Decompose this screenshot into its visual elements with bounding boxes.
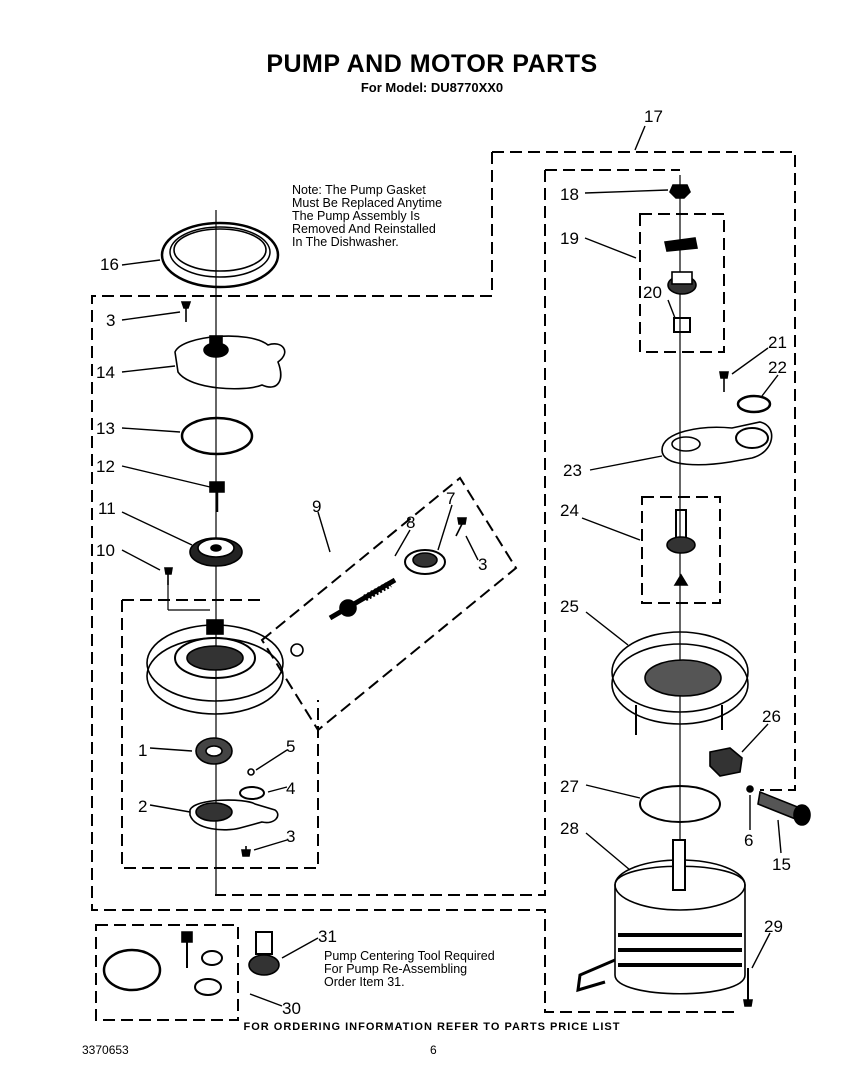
part-27-slinger xyxy=(639,785,721,823)
callout-12: 12 xyxy=(96,457,115,476)
callout-3-mid: 3 xyxy=(478,555,487,574)
callout-30: 30 xyxy=(282,999,301,1018)
part-16-pump-gasket xyxy=(160,221,280,289)
part-24-shaft-seal xyxy=(666,509,696,586)
callout-29: 29 xyxy=(764,917,783,936)
part-6-washer xyxy=(746,785,754,793)
callout-4: 4 xyxy=(286,779,295,798)
part-10-screw xyxy=(164,567,173,585)
part-2-lower-housing xyxy=(189,799,279,831)
callout-17: 17 xyxy=(644,107,663,126)
model-subtitle: For Model: DU8770XX0 xyxy=(360,80,504,95)
callout-22: 22 xyxy=(768,358,787,377)
part-3-screw-top xyxy=(180,301,192,322)
boundary-lower-pump xyxy=(121,600,319,869)
callout-31: 31 xyxy=(318,927,337,946)
callout-20: 20 xyxy=(643,283,662,302)
pump-gasket-note: Note: The Pump Gasket Must Be Replaced A… xyxy=(292,183,443,249)
part-9-pump-housing xyxy=(146,619,304,715)
callout-3-bottom: 3 xyxy=(286,827,295,846)
boundary-item24 xyxy=(641,496,721,604)
ordering-info-footer: FOR ORDERING INFORMATION REFER TO PARTS … xyxy=(243,1021,621,1033)
part-12-bolt xyxy=(209,481,225,512)
callout-1: 1 xyxy=(138,741,147,760)
document-number: 3370653 xyxy=(82,1043,129,1057)
callout-13: 13 xyxy=(96,419,115,438)
callout-8: 8 xyxy=(406,513,415,532)
callout-10: 10 xyxy=(96,541,115,560)
callout-numbers: 17 18 19 20 21 22 23 24 25 26 27 28 6 15… xyxy=(96,107,791,1018)
callout-19: 19 xyxy=(560,229,579,248)
callout-26: 26 xyxy=(762,707,781,726)
callout-6: 6 xyxy=(744,831,753,850)
callout-16: 16 xyxy=(100,255,119,274)
part-3-screw-mid xyxy=(455,517,467,537)
callout-21: 21 xyxy=(768,333,787,352)
part-14-cover xyxy=(174,335,286,390)
part-13-seal-ring xyxy=(180,416,254,456)
callout-23: 23 xyxy=(563,461,582,480)
part-26-terminal-block xyxy=(709,747,743,777)
part-8-valve-spring xyxy=(328,577,397,621)
part-19-seal-assembly xyxy=(664,237,698,333)
part-4-o-ring xyxy=(239,786,265,800)
part-5-ball xyxy=(247,768,255,776)
callout-24: 24 xyxy=(560,501,579,520)
callout-25: 25 xyxy=(560,597,579,616)
callout-27: 27 xyxy=(560,777,579,796)
part-23-bracket xyxy=(661,421,773,466)
boundary-kit30 xyxy=(95,924,239,1021)
part-7-valve-cap xyxy=(404,549,446,575)
callout-11: 11 xyxy=(98,499,116,518)
part-1-strainer xyxy=(195,737,233,765)
callout-9: 9 xyxy=(312,497,321,516)
page-number: 6 xyxy=(430,1043,437,1057)
callout-2: 2 xyxy=(138,797,147,816)
boundary-main xyxy=(91,152,740,1013)
callout-18: 18 xyxy=(560,185,579,204)
leader-lines xyxy=(121,125,782,1007)
part-18-nut xyxy=(669,184,691,199)
part-29-screw xyxy=(743,968,753,1007)
callout-3-top: 3 xyxy=(106,311,115,330)
boundary-right-inner xyxy=(215,170,546,896)
callout-28: 28 xyxy=(560,819,579,838)
part-3-screw-bottom xyxy=(241,846,251,857)
boundary-17-top xyxy=(492,151,796,791)
part-22-grommet xyxy=(736,394,772,414)
callout-14: 14 xyxy=(96,363,115,382)
centering-tool-note: Pump Centering Tool Required For Pump Re… xyxy=(324,949,495,989)
boundary-item9 xyxy=(260,476,518,732)
callout-5: 5 xyxy=(286,737,295,756)
part-11-impeller xyxy=(189,537,243,567)
part-21-screw xyxy=(719,371,729,392)
part-15-thermal-switch xyxy=(757,790,811,826)
callout-7: 7 xyxy=(446,489,455,508)
part-28-motor xyxy=(576,839,746,995)
callout-15: 15 xyxy=(772,855,791,874)
part-30-kit xyxy=(102,931,223,996)
boundary-item19 xyxy=(639,213,725,353)
page-title: PUMP AND MOTOR PARTS xyxy=(266,50,598,78)
part-25-motor-mount xyxy=(611,631,749,735)
assembly-boundaries xyxy=(91,151,796,1021)
part-31-centering-tool xyxy=(248,931,280,976)
